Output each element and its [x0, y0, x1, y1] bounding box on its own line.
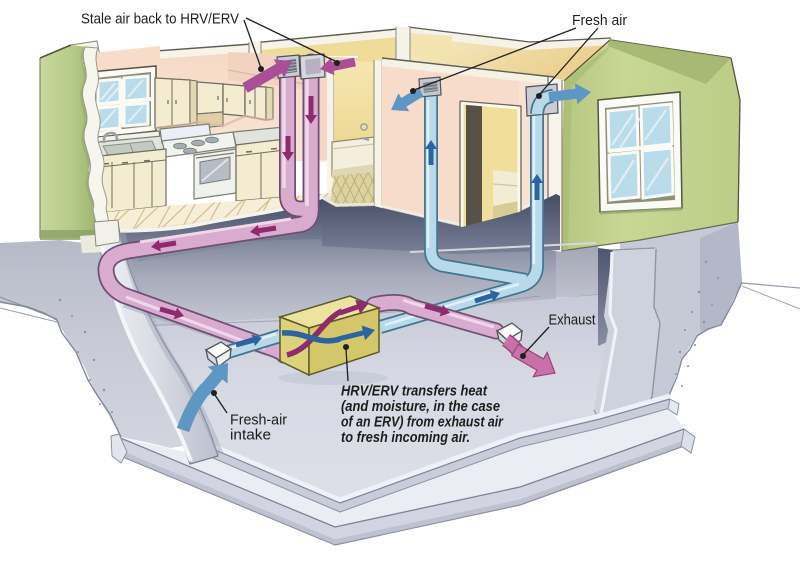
svg-text:HRV/ERV transfers heat: HRV/ERV transfers heat [341, 383, 488, 400]
svg-text:intake: intake [230, 427, 271, 444]
svg-text:of an ERV) from exhaust air: of an ERV) from exhaust air [341, 414, 504, 431]
svg-text:to fresh incoming air.: to fresh incoming air. [341, 429, 470, 446]
svg-text:Fresh-air: Fresh-air [230, 412, 287, 429]
svg-text:Exhaust: Exhaust [549, 312, 597, 329]
svg-text:Stale air back to HRV/ERV: Stale air back to HRV/ERV [81, 11, 239, 28]
svg-text:Fresh air: Fresh air [572, 12, 627, 29]
svg-text:(and moisture, in the case: (and moisture, in the case [341, 398, 500, 415]
